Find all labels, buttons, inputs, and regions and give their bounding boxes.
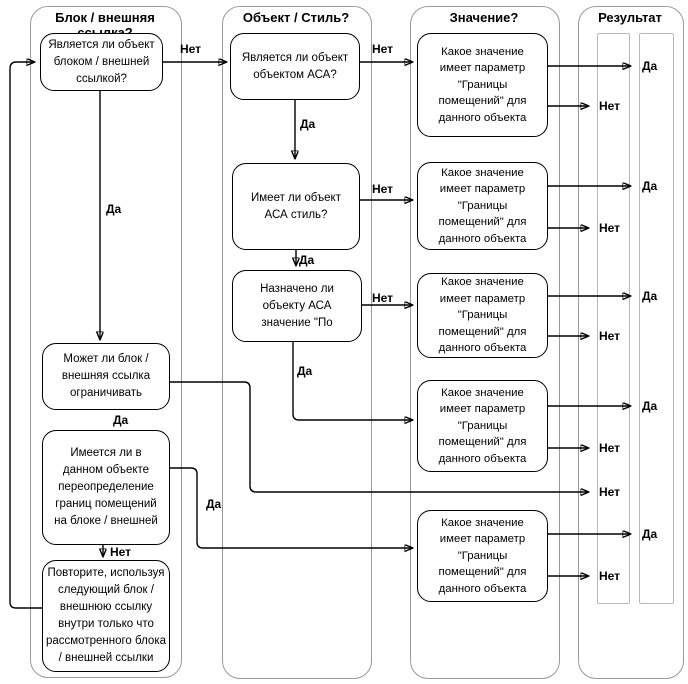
result-label-no-5: Нет <box>599 569 621 583</box>
result-sublane-no <box>597 33 630 604</box>
result-label-no-1: Нет <box>599 99 621 113</box>
edge-label-canlimit-yes: Да <box>113 413 129 427</box>
result-label-yes-2: Да <box>642 179 658 193</box>
question-room-boundaries-1: Какое значение имеет параметр "Границы п… <box>417 33 548 137</box>
edge-label-assigned-no: Нет <box>372 291 394 305</box>
edge-label-isblock-yes: Да <box>106 202 122 216</box>
edge-label-hasstyle-yes: Да <box>299 253 315 267</box>
decision-has-aca-style: Имеет ли объект АСА стиль? <box>232 163 360 250</box>
lane-result <box>578 6 684 679</box>
question-room-boundaries-2: Какое значение имеет параметр "Границы п… <box>417 162 548 250</box>
edge-label-assigned-yes: Да <box>297 364 313 378</box>
result-label-no-3: Нет <box>599 329 621 343</box>
lane-title-block-line1: Блок / внешняя <box>55 10 155 25</box>
decision-is-block-xref: Является ли объект блоком / внешней ссыл… <box>40 33 163 91</box>
question-room-boundaries-3: Какое значение имеет параметр "Границы п… <box>417 273 548 358</box>
lane-object-style <box>222 6 372 679</box>
edge-label-isblock-no: Нет <box>180 42 202 56</box>
result-label-yes-4: Да <box>642 399 658 413</box>
result-label-yes-5: Да <box>642 527 658 541</box>
edge-label-hasstyle-no: Нет <box>372 182 394 196</box>
result-label-no-long: Нет <box>599 485 621 499</box>
result-label-yes-3: Да <box>642 289 658 303</box>
result-label-no-4: Нет <box>599 441 621 455</box>
decision-is-aca-object: Является ли объект объектом АСА? <box>230 33 360 100</box>
decision-has-override: Имеется ли в данном объекте переопределе… <box>42 430 170 545</box>
decision-assigned-by-style: Назначено ли объекту АСА значение "По <box>232 270 362 342</box>
edge-label-isaca-yes: Да <box>300 117 316 131</box>
lane-title-result: Результат <box>598 10 662 25</box>
edge-label-override-yes: Да <box>206 497 222 511</box>
question-room-boundaries-5: Какое значение имеет параметр "Границы п… <box>417 510 548 602</box>
decision-can-limit: Может ли блок / внешняя ссылка ограничив… <box>42 343 170 410</box>
result-label-no-2: Нет <box>599 221 621 235</box>
process-repeat-next-block: Повторите, используя следующий блок / вн… <box>42 560 170 672</box>
edge-label-override-no: Нет <box>110 545 132 559</box>
result-sublane-yes <box>639 33 674 604</box>
lane-title-object-style: Объект / Стиль? <box>242 10 350 25</box>
question-room-boundaries-4: Какое значение имеет параметр "Границы п… <box>417 380 548 472</box>
result-label-yes-1: Да <box>642 59 658 73</box>
edge-label-isaca-no: Нет <box>372 42 394 56</box>
lane-title-value: Значение? <box>449 10 519 25</box>
